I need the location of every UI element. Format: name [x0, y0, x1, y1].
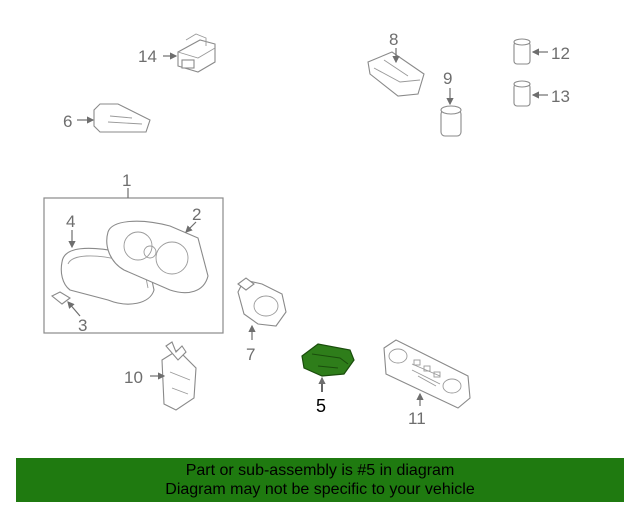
parts-diagram: 14 8 9 12 13 6 [43, 30, 570, 428]
callout-12: 12 [551, 44, 570, 63]
callout-1: 1 [122, 171, 131, 190]
part-9-knob [440, 105, 462, 137]
part-7-housing [237, 277, 287, 327]
callout-2: 2 [192, 205, 201, 224]
callout-11: 11 [408, 409, 426, 428]
callout-10: 10 [124, 368, 143, 387]
callout-6: 6 [63, 112, 72, 131]
callout-8: 8 [389, 30, 398, 49]
callout-4: 4 [66, 212, 75, 231]
callout-13: 13 [551, 87, 570, 106]
part-6-bracket [93, 103, 151, 133]
part-1-cluster-assembly [43, 197, 224, 334]
notice-line-1: Part or sub-assembly is #5 in diagram [185, 462, 455, 479]
part-8-switch [367, 51, 425, 97]
notice-line-2: Diagram may not be specific to your vehi… [165, 481, 475, 498]
callout-7: 7 [246, 345, 255, 364]
part-11-control-panel [383, 339, 471, 409]
part-5-switch-highlighted[interactable] [301, 343, 355, 377]
callout-5: 5 [316, 396, 326, 416]
callout-14: 14 [138, 47, 157, 66]
part-10-bracket [161, 341, 197, 411]
callout-9: 9 [443, 69, 452, 88]
part-14-connector [177, 33, 216, 73]
notice-banner: Part or sub-assembly is #5 in diagram Di… [16, 458, 624, 502]
part-12-knob [513, 38, 531, 65]
callout-3: 3 [78, 316, 87, 335]
part-13-knob [513, 80, 531, 107]
